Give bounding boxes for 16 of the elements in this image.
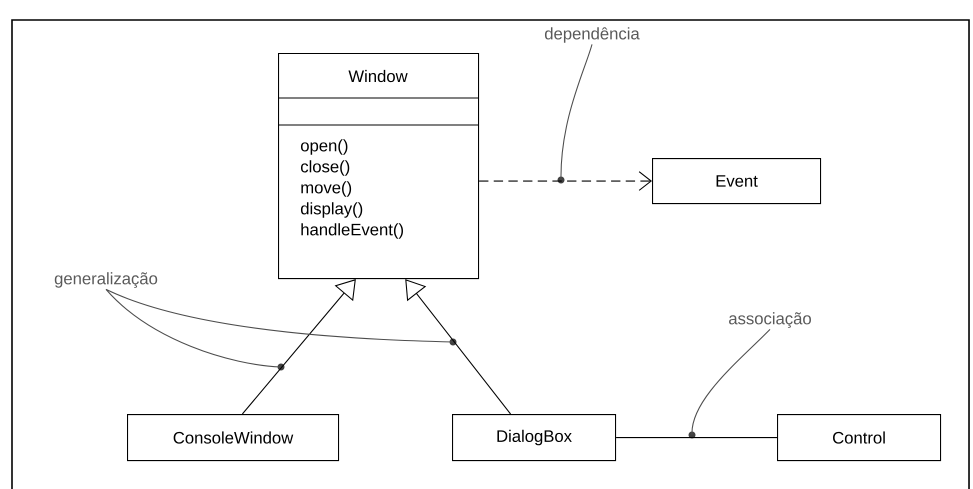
class-box: ConsoleWindow: [127, 414, 340, 462]
connector-line: [616, 437, 778, 438]
class-box: Window open() close() move() display() handleEvent(): [278, 53, 480, 280]
arrow: [479, 171, 652, 191]
arrow: [405, 279, 511, 414]
class-box: Control: [777, 414, 942, 462]
annotation-label: dependência: [544, 27, 640, 43]
annotation-label: generalização: [54, 272, 158, 288]
leader-line: [560, 44, 593, 180]
arrow: [242, 279, 356, 414]
class-box: DialogBox: [452, 414, 616, 462]
annotation-label: associação: [729, 312, 811, 328]
leader-line: [106, 289, 282, 368]
class-box: Event: [652, 158, 822, 204]
leader-line: [691, 329, 770, 436]
leader-line: [106, 288, 454, 343]
